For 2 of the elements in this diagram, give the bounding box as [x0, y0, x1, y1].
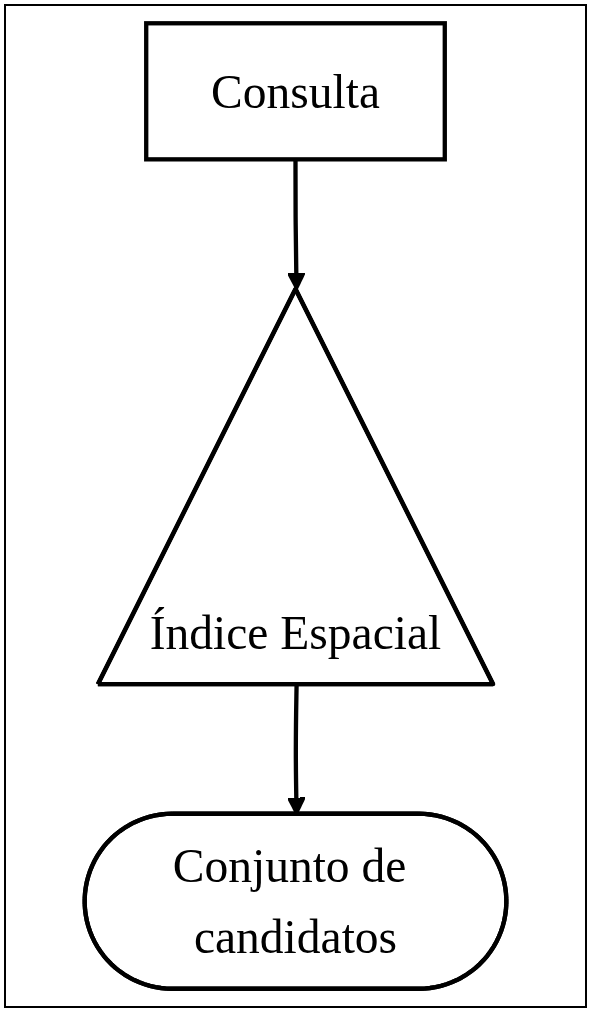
- node-box: [144, 21, 447, 162]
- diagram-frame: Consulta Índice Espacial Conjunto de candidatos: [4, 4, 587, 1008]
